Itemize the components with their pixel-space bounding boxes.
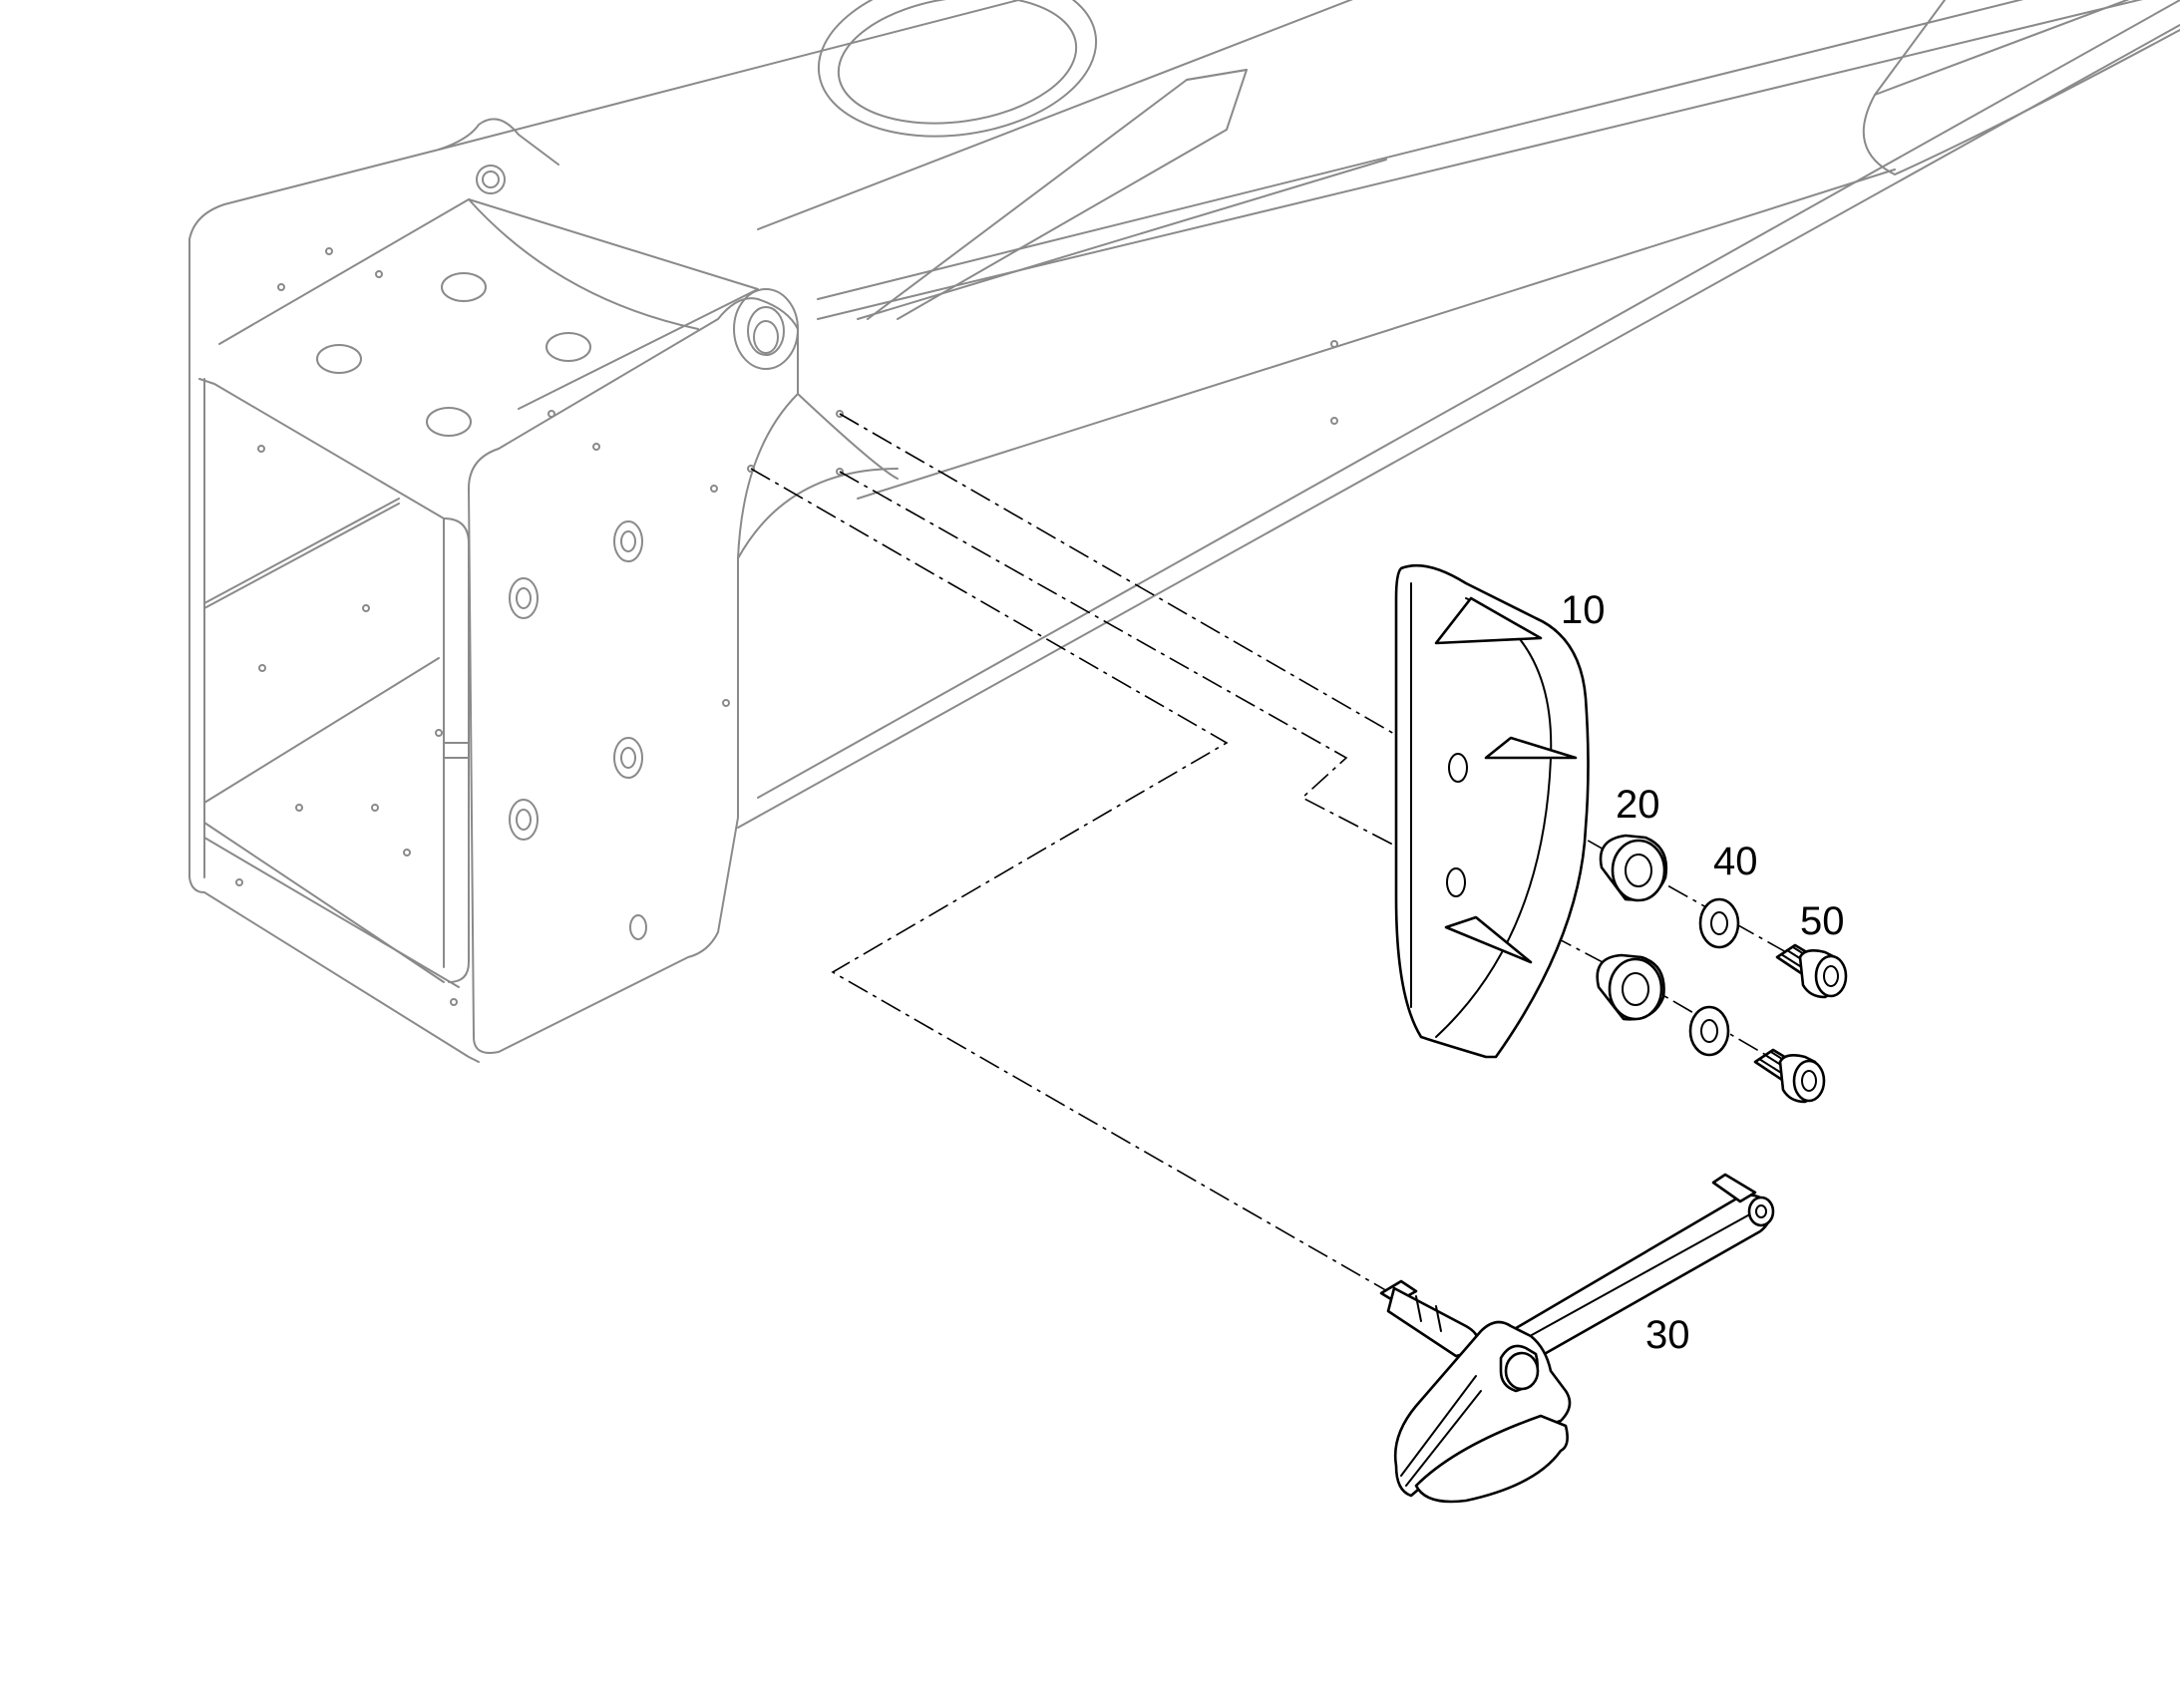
part-20-spacer-upper (1599, 834, 1668, 902)
part-50-screw-lower (1753, 1048, 1826, 1104)
callout-item-10: 10 (1561, 588, 1606, 632)
callout-item-40: 40 (1713, 840, 1758, 883)
part-10-bracket (1394, 563, 1590, 1059)
callout-item-30: 30 (1645, 1313, 1690, 1357)
part-20-spacer-lower (1596, 953, 1665, 1021)
part-50-screw-upper (1775, 943, 1848, 999)
boom-frame-context (188, 0, 2180, 1063)
part-40-washer-upper (1698, 897, 1740, 949)
part-40-washer-lower (1688, 1005, 1730, 1057)
callout-item-50: 50 (1800, 899, 1845, 943)
callout-labels: 10 20 40 50 30 (1561, 588, 1845, 1357)
callout-item-20: 20 (1616, 783, 1660, 827)
part-30-lever (1379, 1173, 1775, 1504)
